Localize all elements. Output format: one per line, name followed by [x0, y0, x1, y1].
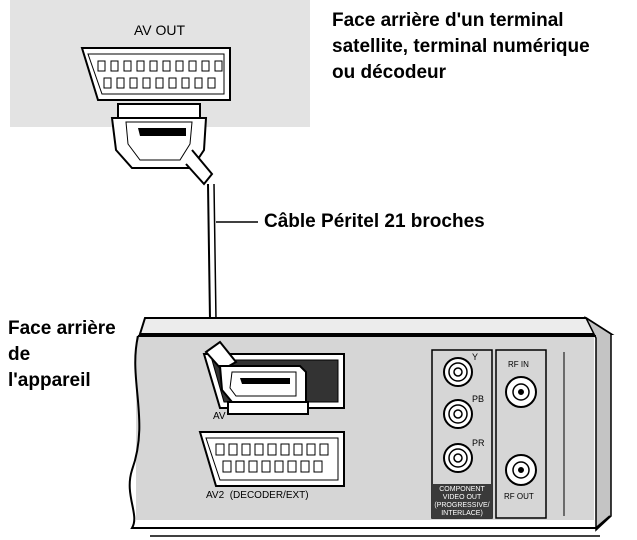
recorder-caption-line-2: de — [8, 344, 31, 365]
component-caption-line-3: (PROGRESSIVE/ — [434, 502, 490, 509]
recorder-caption: Face arrière de l'appareil — [8, 316, 116, 394]
av-out-scart-socket — [80, 47, 231, 101]
av2-scart-socket — [198, 431, 345, 487]
cable-label: Câble Péritel 21 broches — [264, 211, 485, 232]
source-caption-line-2: satellite, terminal numérique — [332, 36, 590, 57]
component-caption-line-1: COMPONENT — [439, 486, 485, 493]
top-scart-plug — [110, 103, 214, 186]
bottom-scart-plug — [204, 340, 309, 415]
component-caption-line-2: VIDEO OUT — [442, 494, 482, 501]
source-caption-line-3: ou décodeur — [332, 62, 447, 83]
component-video-panel — [431, 349, 493, 519]
component-pr-label: PR — [472, 438, 485, 448]
recorder-caption-line-1: Face arrière — [8, 318, 116, 339]
recorder-caption-line-3: l'appareil — [8, 370, 91, 391]
av-out-label: AV OUT — [134, 22, 186, 38]
source-caption-line-1: Face arrière d'un terminal — [332, 10, 564, 31]
av2-label: AV2 (DECODER/EXT) — [206, 490, 309, 501]
rf-in-label: RF IN — [508, 360, 529, 369]
component-caption: COMPONENT VIDEO OUT (PROGRESSIVE/ INTERL… — [432, 486, 492, 518]
component-pb-label: PB — [472, 394, 485, 404]
component-y-label: Y — [472, 352, 479, 362]
rf-panel — [495, 349, 547, 519]
rf-out-label: RF OUT — [504, 492, 534, 501]
source-device-caption: Face arrière d'un terminal satellite, te… — [332, 8, 590, 86]
component-caption-line-4: INTERLACE) — [441, 510, 483, 517]
av1-label: AV — [213, 411, 226, 422]
